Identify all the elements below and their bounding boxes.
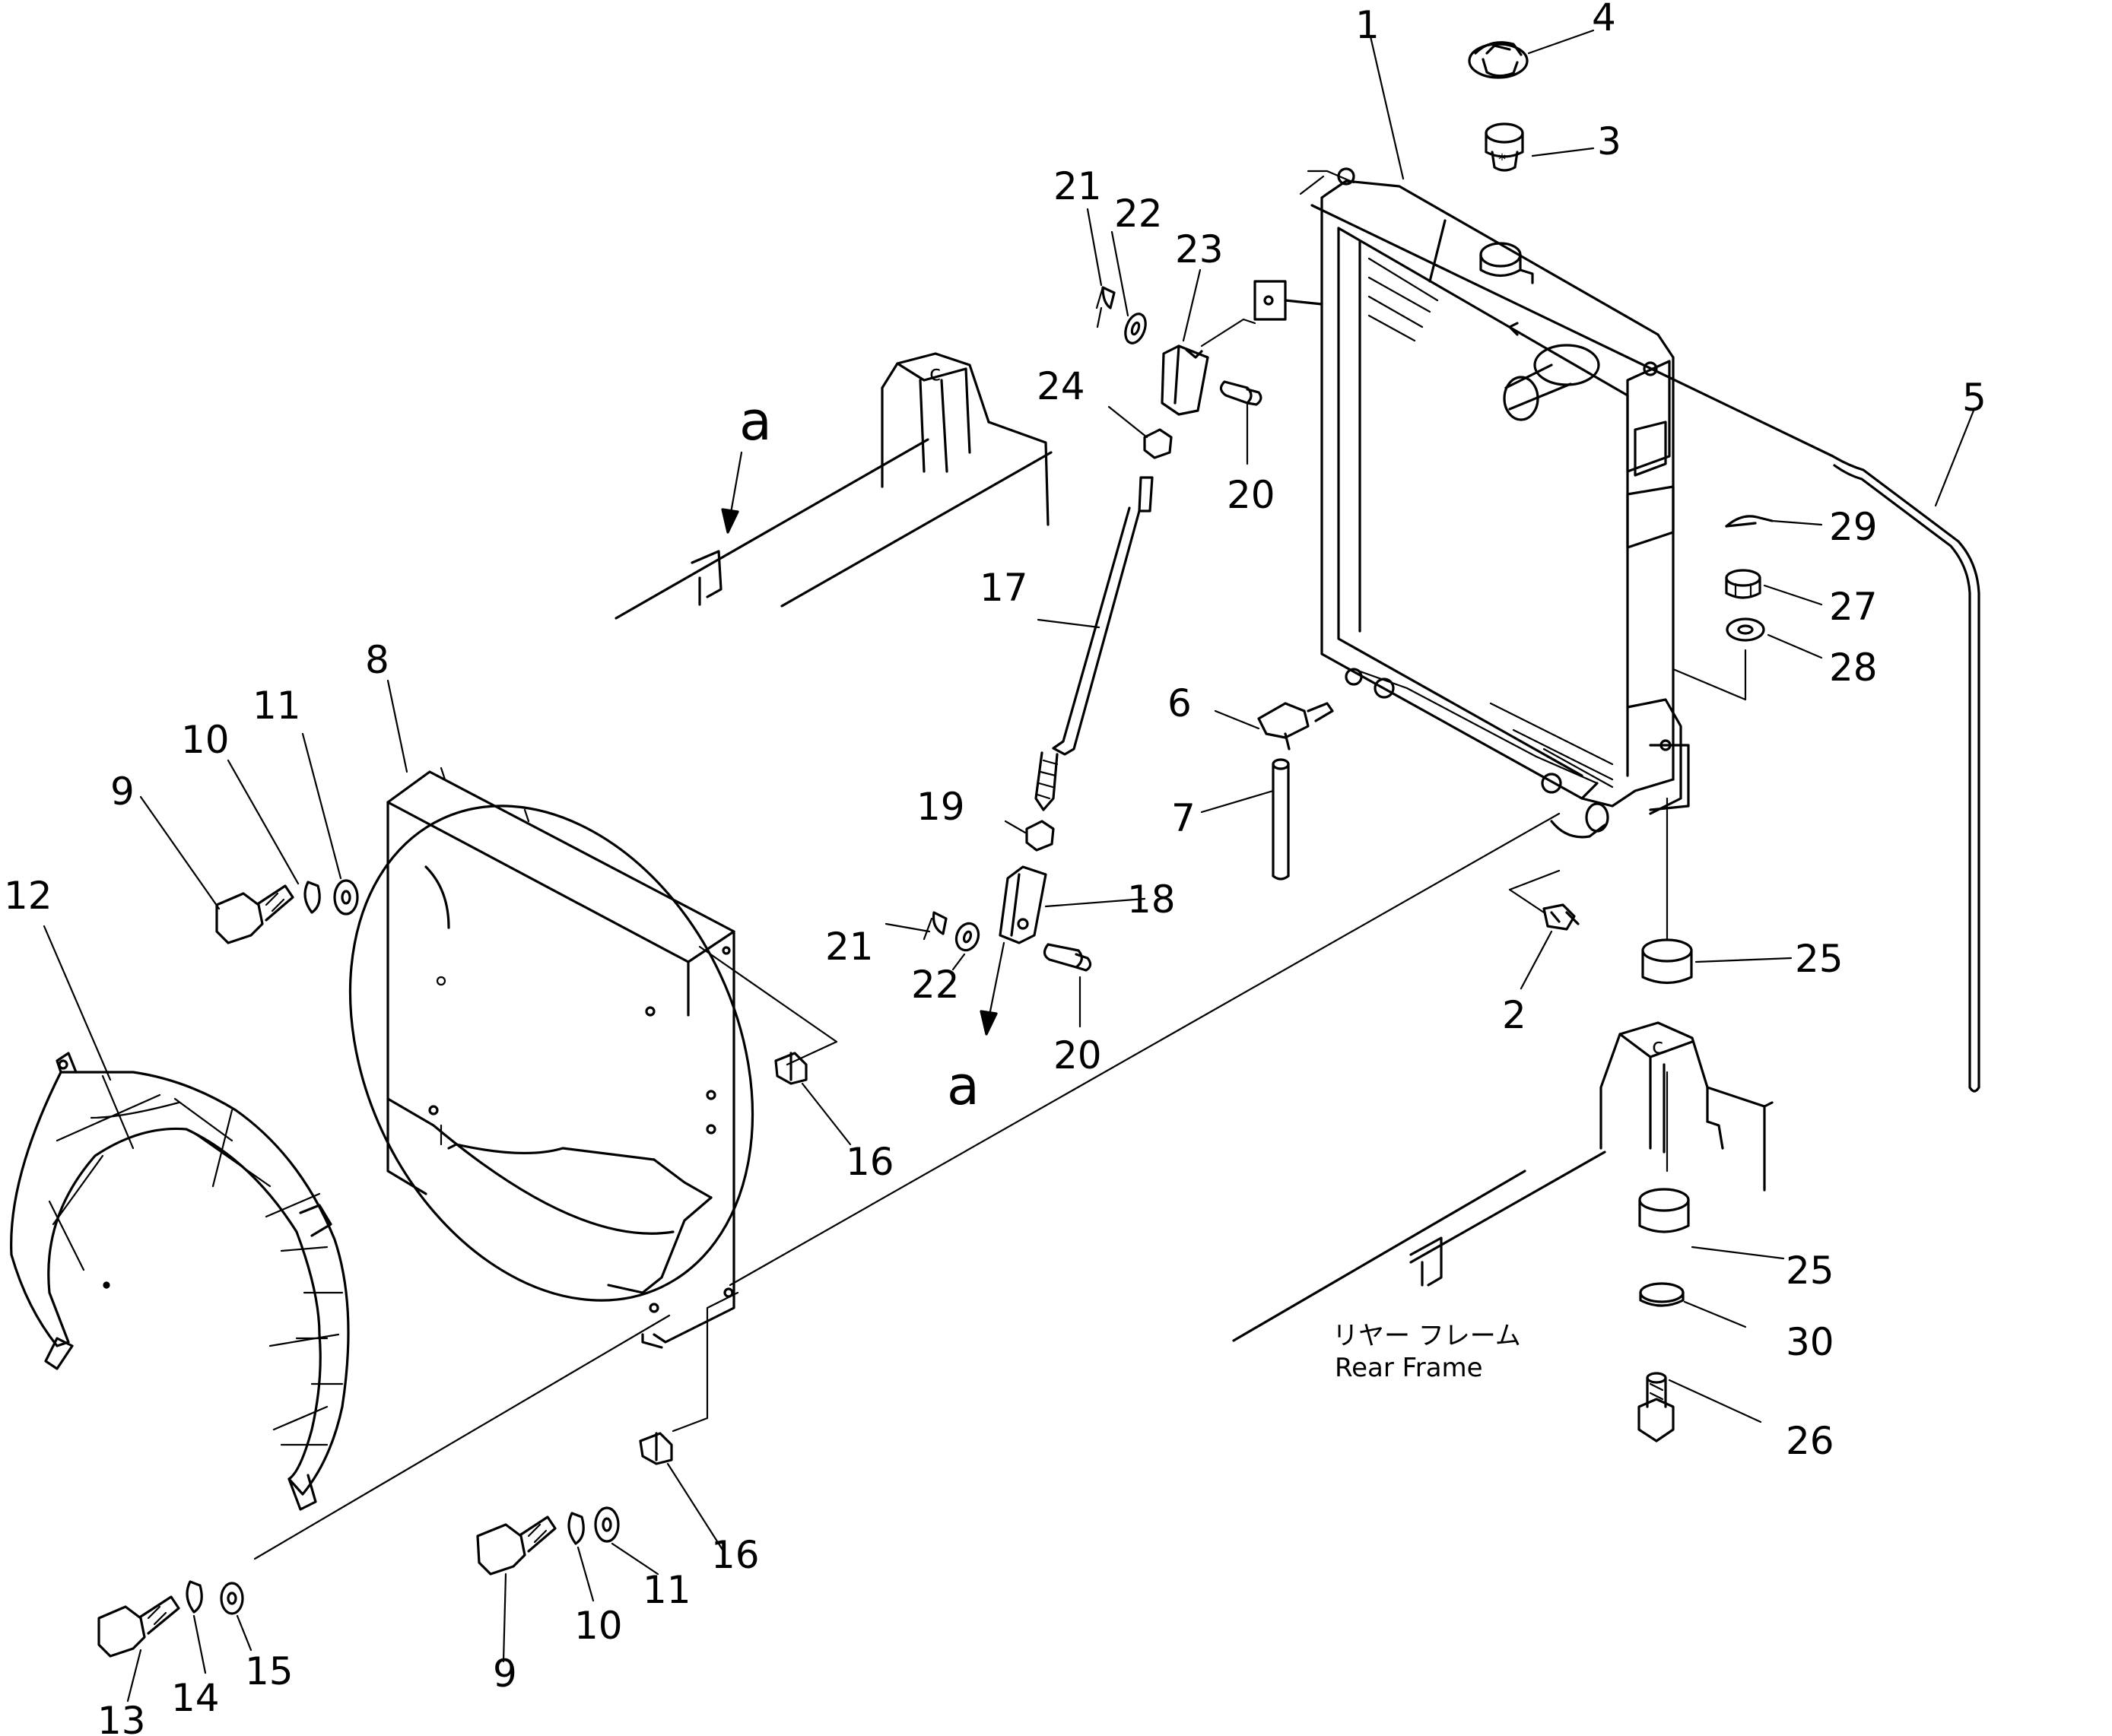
callout-27: 27 — [1829, 585, 1878, 629]
lock-nut-upper — [1143, 428, 1173, 459]
callout-13: 13 — [97, 1699, 146, 1736]
callout-1: 1 — [1355, 3, 1380, 47]
callout-9-lower: 9 — [493, 1652, 517, 1696]
leader-lines — [43, 29, 1975, 1703]
lock-nut-lower — [1025, 820, 1055, 852]
bolt-guard — [97, 1595, 180, 1658]
cushion-mount-upper — [1641, 797, 1693, 985]
rear-frame-label-jp: リヤー フレーム — [1332, 1321, 1521, 1351]
callout-11-upper: 11 — [252, 684, 301, 728]
callout-30: 30 — [1786, 1320, 1834, 1364]
callout-7: 7 — [1171, 796, 1196, 840]
svg-text:c: c — [1652, 1033, 1663, 1058]
callout-20-upper: 20 — [1227, 473, 1275, 517]
callout-5: 5 — [1962, 376, 1987, 420]
spring-washer-upper — [303, 881, 321, 914]
drain-cock — [1257, 702, 1334, 751]
clip-lower — [639, 1432, 673, 1465]
filler-neck: * — [1485, 122, 1524, 172]
view-mark-bottom: a — [947, 1055, 980, 1117]
callout-10-upper: 10 — [181, 718, 230, 762]
callout-17: 17 — [980, 566, 1028, 610]
svg-text:*: * — [1498, 151, 1506, 169]
mount-bolt — [1637, 1372, 1675, 1442]
view-mark-top: a — [739, 390, 772, 452]
callout-25-upper: 25 — [1795, 937, 1844, 981]
overflow-hose — [1310, 204, 1980, 1093]
washer-right — [1726, 617, 1765, 642]
rod-end-upper — [1161, 318, 1256, 416]
bolt-shroud-upper — [215, 884, 294, 944]
spring-washer-lower — [567, 1512, 585, 1545]
callout-21-upper: 21 — [1053, 164, 1102, 208]
rear-frame-label-en: Rear Frame — [1335, 1353, 1483, 1383]
drain-plug — [1508, 869, 1580, 931]
callout-16-lower: 16 — [711, 1533, 760, 1577]
tie-rod — [1034, 476, 1154, 811]
rod-end-lower — [999, 865, 1047, 944]
callout-10-lower: 10 — [574, 1604, 623, 1648]
callout-18: 18 — [1127, 878, 1176, 922]
callout-29: 29 — [1829, 505, 1878, 549]
cotter-pin-upper — [1095, 286, 1116, 328]
plain-washer-lower — [594, 1506, 620, 1543]
cotter-pin-lower — [923, 911, 948, 941]
callout-4: 4 — [1592, 0, 1616, 40]
callout-22-upper: 22 — [1114, 192, 1163, 236]
callout-24: 24 — [1037, 364, 1085, 408]
radiator-cap — [1468, 41, 1529, 79]
view-arrow-top — [721, 451, 743, 534]
callout-26: 26 — [1786, 1419, 1834, 1463]
callout-28: 28 — [1829, 646, 1878, 690]
callout-20-lower: 20 — [1053, 1033, 1102, 1077]
callout-numbers: 1 4 3 5 29 27 28 25 25 30 26 2 6 7 8 9 1… — [4, 0, 1987, 1736]
cushion-mount-lower — [1638, 1188, 1690, 1233]
callout-6: 6 — [1167, 681, 1192, 725]
clip-upper — [774, 1052, 808, 1085]
pin-lower — [1043, 943, 1092, 972]
callout-3: 3 — [1597, 119, 1621, 163]
plain-washer-guard — [220, 1582, 244, 1615]
bolt-shroud-lower — [476, 1515, 557, 1576]
callout-22-lower: 22 — [911, 963, 960, 1007]
callout-15: 15 — [245, 1649, 294, 1693]
callout-2: 2 — [1502, 993, 1526, 1037]
plain-washer-upper — [333, 879, 359, 916]
callout-23: 23 — [1175, 227, 1224, 271]
svg-text:c: c — [929, 360, 941, 386]
callout-25-lower: 25 — [1786, 1249, 1834, 1293]
radiator-core — [1253, 167, 1690, 839]
callout-19: 19 — [916, 785, 965, 829]
callout-11-lower: 11 — [643, 1568, 691, 1612]
drain-tube — [1272, 758, 1290, 881]
callout-14: 14 — [171, 1676, 220, 1720]
upper-frame: c — [615, 352, 1053, 620]
washer-upper — [1124, 313, 1147, 344]
fan-guard — [10, 1052, 350, 1511]
callout-8: 8 — [365, 638, 389, 682]
washer-lower — [954, 922, 980, 952]
callout-12: 12 — [4, 874, 52, 918]
mount-washer — [1639, 1282, 1685, 1307]
spring-washer-guard — [186, 1580, 203, 1614]
view-arrow-bottom — [980, 941, 1005, 1036]
callout-21-lower: 21 — [825, 925, 874, 969]
rear-frame: c — [1232, 1021, 1774, 1342]
castle-nut-right — [1725, 569, 1761, 599]
fan-shroud — [348, 766, 754, 1349]
callout-16-upper: 16 — [846, 1140, 894, 1184]
cotter-pin-right — [1725, 515, 1774, 528]
pin-upper — [1219, 380, 1262, 406]
callout-9-upper: 9 — [110, 770, 135, 814]
